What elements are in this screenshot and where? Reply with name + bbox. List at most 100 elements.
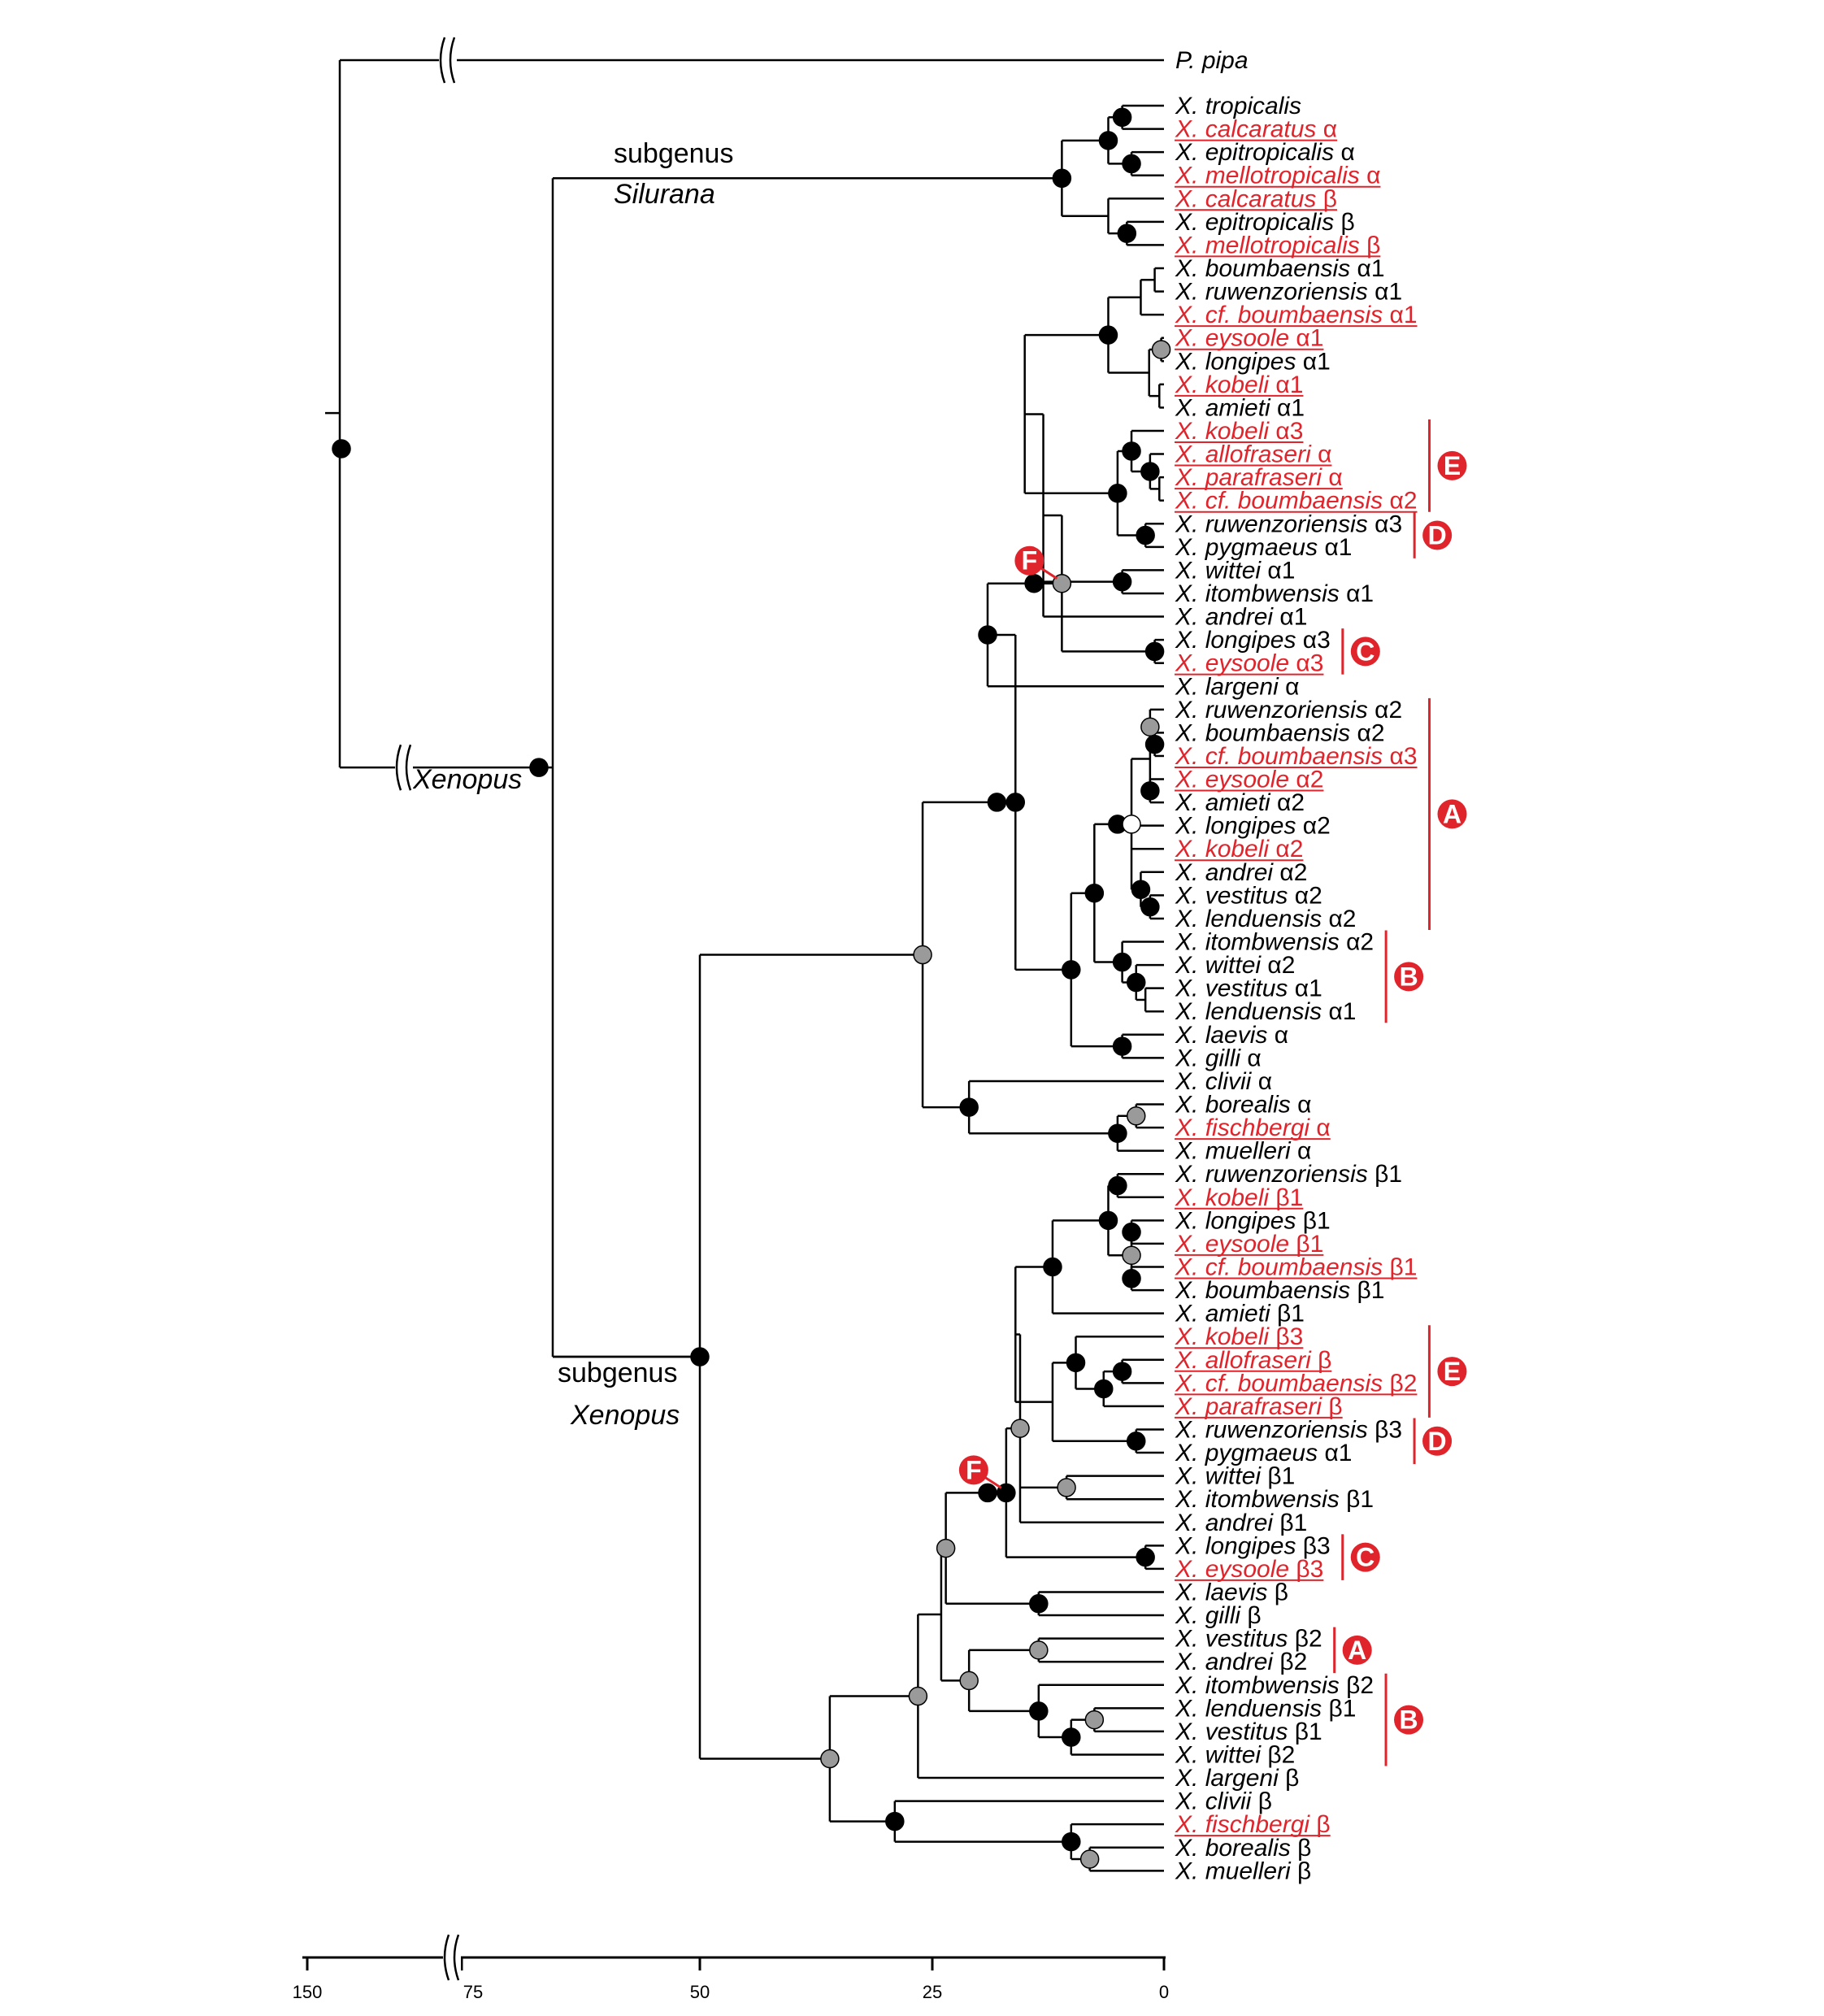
tip-suffix: α1 (1383, 302, 1417, 328)
f-letter: F (1022, 546, 1038, 576)
tip-label: X. largeni β (1175, 1765, 1299, 1792)
axis-label-25: 25 (923, 1982, 942, 2002)
tip-genus: X. (1175, 743, 1205, 770)
tip-label: X. muelleri β (1175, 1857, 1311, 1884)
tip-label: X. amieti β1 (1175, 1301, 1305, 1327)
tip-label: X. andrei β2 (1175, 1649, 1307, 1675)
tip-genus: X. (1175, 1579, 1205, 1605)
tip-suffix: α2 (1296, 813, 1330, 840)
tip-species: epitropicalis (1205, 139, 1334, 166)
tip-species: wittei (1205, 1463, 1262, 1490)
tip-species: eysoole (1205, 1556, 1289, 1583)
clade-badge (1437, 450, 1467, 480)
tip-label: X. tropicalis (1175, 93, 1301, 119)
support-node-gray (936, 1538, 956, 1558)
tip-label: X. vestitus β2 (1175, 1626, 1322, 1653)
tip-genus: X. (1175, 1463, 1205, 1490)
tip-species: clivii (1205, 1788, 1253, 1815)
tip-genus: X. (1175, 1323, 1205, 1350)
tip-suffix: β2 (1273, 1649, 1307, 1675)
tip-genus: X. (1175, 302, 1205, 328)
tip-species: mellotropicalis (1205, 232, 1360, 259)
tip-label: X. kobeli β1 (1175, 1184, 1303, 1211)
tip-species: cf. boumbaensis (1205, 488, 1383, 515)
tip-label: X. pygmaeus α1 (1175, 534, 1352, 561)
tip-label: X. eysoole β1 (1175, 1231, 1323, 1258)
tip-suffix: α1 (1318, 534, 1352, 561)
support-node-black (1112, 1036, 1132, 1056)
tip-genus: X. (1175, 1138, 1205, 1165)
tip-label: X. epitropicalis α (1175, 139, 1355, 166)
tip-suffix: β1 (1288, 1718, 1322, 1745)
tip-species: calcaratus (1205, 116, 1317, 143)
tip-genus: X. (1175, 534, 1205, 561)
tip-suffix: α (1279, 673, 1300, 700)
tip-species: andrei (1205, 1510, 1275, 1536)
support-node-black (1122, 1269, 1141, 1288)
tip-label: X. vestitus α2 (1175, 882, 1322, 909)
support-node-white (1122, 815, 1141, 834)
tip-label: X. lenduensis α1 (1175, 998, 1357, 1025)
axis-break-icon (443, 1934, 450, 1981)
tip-genus: X. (1175, 139, 1205, 166)
tip-suffix: β (1322, 1393, 1343, 1420)
tip-species: largeni (1205, 1765, 1279, 1792)
tip-suffix: α3 (1296, 627, 1330, 654)
tip-label: X. eysoole β3 (1175, 1556, 1323, 1583)
tip-label: X. parafraseri α (1175, 464, 1343, 491)
tip-suffix: β (1360, 232, 1381, 259)
tip-label: X. eysoole α3 (1175, 650, 1323, 677)
tip-label: X. eysoole α1 (1175, 325, 1323, 352)
clade-badge (1350, 1542, 1380, 1572)
tip-label: X. borealis β (1175, 1835, 1311, 1862)
axis-label-50: 50 (690, 1982, 710, 2002)
tip-genus: X. (1175, 441, 1205, 468)
xenopus-stem-break-icon (405, 744, 412, 791)
tip-genus: X. (1175, 511, 1205, 537)
tip-genus: X. (1175, 627, 1205, 654)
tip-suffix: β (1291, 1857, 1312, 1884)
tip-genus: X. (1175, 1277, 1205, 1304)
tip-genus: X. (1175, 488, 1205, 515)
tip-species: allofraseri (1205, 1347, 1312, 1374)
support-node-black (1066, 1353, 1086, 1373)
tip-suffix: β1 (1322, 1695, 1356, 1722)
tip-genus: X. (1175, 1486, 1205, 1513)
tip-species: vestitus (1205, 882, 1288, 909)
tip-species: cf. boumbaensis (1205, 1370, 1383, 1397)
tip-genus: X. (1175, 163, 1205, 189)
tip-genus: X. (1175, 859, 1205, 886)
support-node-black (1084, 883, 1105, 903)
tip-label: X. itombwensis α2 (1175, 929, 1374, 956)
support-node-black (1005, 793, 1026, 812)
tip-label: X. eysoole α2 (1175, 767, 1323, 793)
tip-species: ruwenzoriensis (1205, 697, 1368, 723)
support-node-black (1094, 1379, 1114, 1399)
xenopus-subgenus-name: Xenopus (570, 1400, 680, 1431)
axis-label-75: 75 (463, 1982, 483, 2002)
tip-species: kobeli (1205, 1323, 1270, 1350)
tip-genus: X. (1175, 882, 1205, 909)
tip-genus: X. (1175, 813, 1205, 840)
tip-genus: X. (1175, 998, 1205, 1025)
tip-suffix: α3 (1383, 743, 1417, 770)
tip-suffix: α1 (1340, 580, 1374, 607)
tip-species: itombwensis (1205, 1486, 1340, 1513)
tip-label: X. calcaratus β (1175, 185, 1337, 212)
tip-species: kobeli (1205, 418, 1270, 445)
tip-suffix: α (1291, 1138, 1312, 1165)
tip-suffix: α2 (1261, 952, 1295, 979)
tip-genus: X. (1175, 1393, 1205, 1420)
tip-genus: X. (1175, 1231, 1205, 1258)
tip-suffix: β2 (1288, 1626, 1322, 1653)
clade-badge (1437, 1357, 1467, 1387)
tip-suffix: β3 (1269, 1323, 1303, 1350)
tip-suffix: β (1334, 209, 1355, 236)
tip-species: eysoole (1205, 325, 1289, 352)
support-node-black (1144, 734, 1165, 754)
tip-label: X. ruwenzoriensis α1 (1175, 279, 1402, 306)
tip-suffix: β1 (1350, 1277, 1384, 1304)
axis-label-150: 150 (293, 1982, 323, 2002)
